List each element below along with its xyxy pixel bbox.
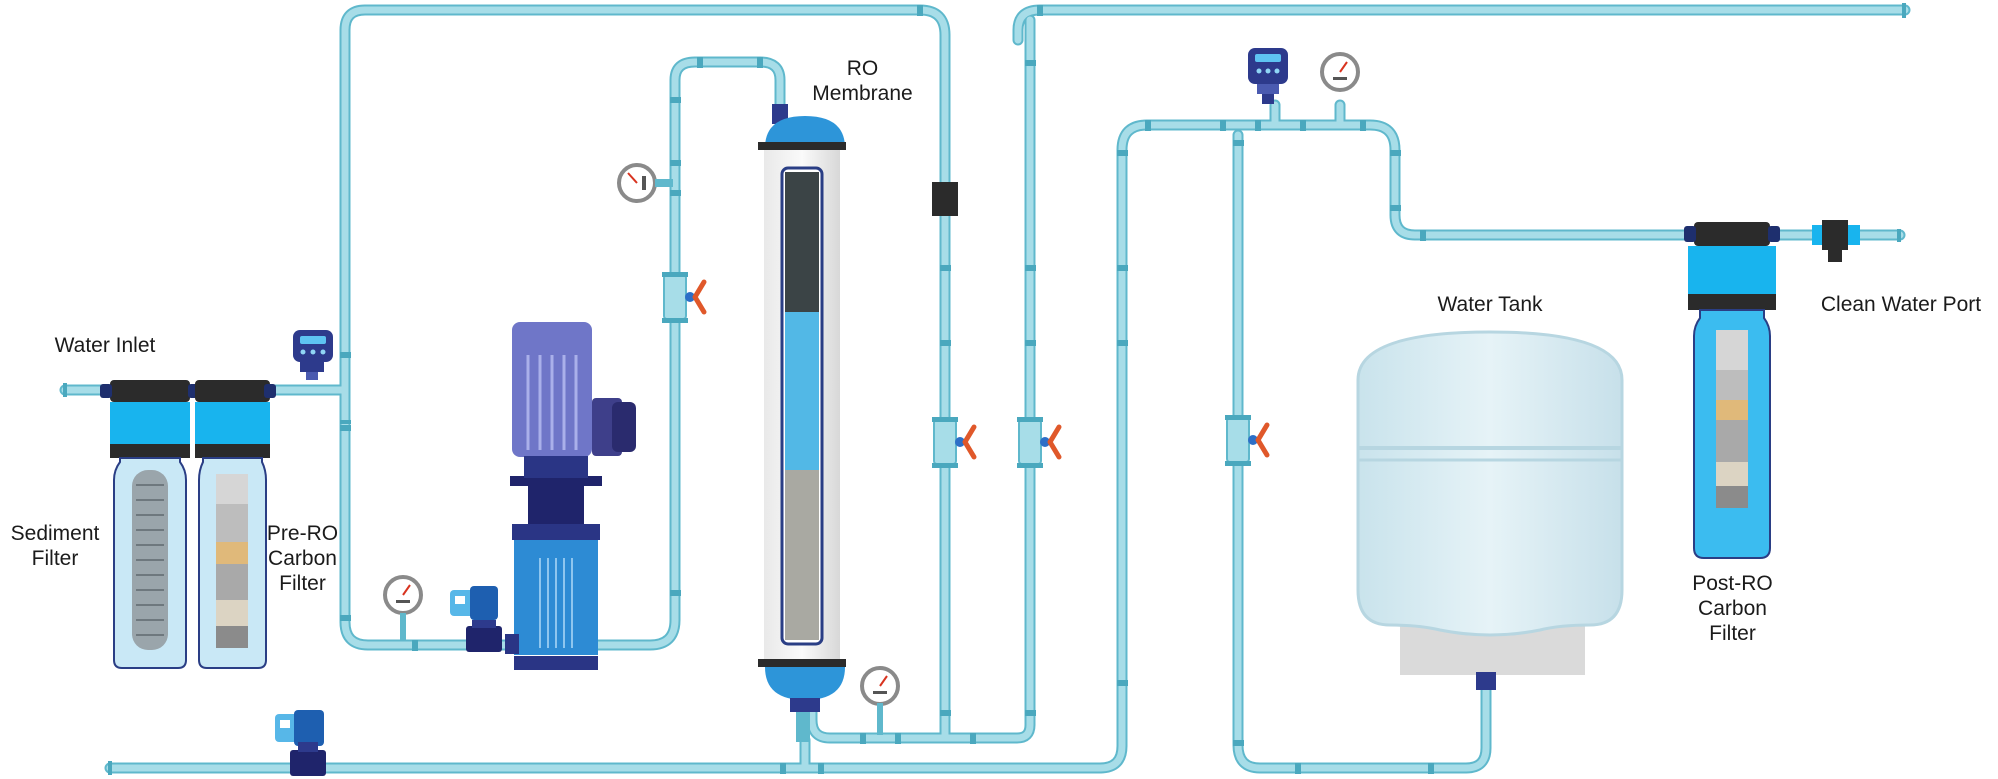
- clean-water-port-valve: [1812, 220, 1860, 262]
- flow-meter-product: [1248, 48, 1288, 104]
- flow-meter-inlet: [293, 330, 333, 380]
- pressure-gauge-riser: [617, 163, 673, 203]
- pipe-network: [59, 4, 1911, 774]
- pressure-switch-pump: [450, 586, 502, 652]
- water-tank: [1356, 330, 1624, 690]
- flow-restrictor: [932, 182, 958, 216]
- label-ro-membrane: RO Membrane: [812, 57, 913, 105]
- valve-concentrate: [932, 417, 977, 468]
- valve-tank-line: [1225, 415, 1270, 466]
- pressure-gauge-membrane: [860, 666, 900, 735]
- valve-recycle: [1017, 417, 1062, 468]
- label-water-inlet: Water Inlet: [54, 334, 156, 357]
- label-clean-water-port: Clean Water Port: [1820, 293, 1982, 316]
- label-sediment-filter: Sediment Filter: [10, 522, 100, 570]
- valve-riser: [662, 272, 707, 323]
- solenoid-valve-drain: [275, 710, 326, 776]
- pipe-couplings: [63, 3, 1906, 775]
- ro-membrane: [758, 104, 846, 742]
- pressure-gauge-product: [1320, 52, 1360, 92]
- pressure-gauge-pump: [383, 575, 423, 641]
- label-water-tank: Water Tank: [1437, 293, 1543, 316]
- label-post-ro-carbon-filter: Post-RO Carbon Filter: [1692, 572, 1773, 645]
- label-pre-ro-carbon-filter: Pre-RO Carbon Filter: [266, 522, 339, 595]
- pre-ro-carbon-filter: [195, 380, 276, 669]
- sediment-filter: [100, 380, 200, 669]
- post-ro-carbon-filter: [1684, 222, 1780, 559]
- high-pressure-pump: [505, 322, 636, 670]
